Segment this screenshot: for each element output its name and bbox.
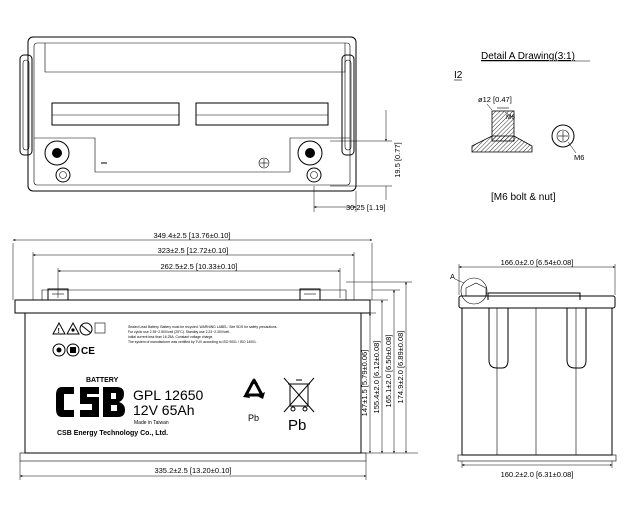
battery-word: BATTERY — [86, 377, 119, 384]
pb-large: Pb — [288, 417, 306, 434]
crossed-bin-icon — [283, 377, 315, 413]
recycle-icon — [243, 378, 265, 399]
side-view — [454, 264, 617, 468]
top-height-dim: 19.5 [0.77] — [393, 142, 402, 177]
svg-text:!: ! — [58, 328, 60, 335]
origin-text: Made in Taiwan — [134, 420, 169, 426]
height-dim-2: 155.4±2.0 [6.12±0.08] — [372, 341, 381, 414]
bolt-side-view — [471, 103, 533, 153]
dim-terminal: 262.5±2.5 [10.33±0.10] — [160, 262, 237, 271]
battery-rating: 12V 65Ah — [133, 402, 195, 418]
detail-caption: [M6 bolt & nut] — [491, 192, 556, 203]
side-dim-bottom: 160.2±2.0 [6.31±0.08] — [501, 470, 574, 479]
fine-print-2: For cyclic use 2.35~2.50V/cell (25°C). S… — [128, 330, 230, 334]
ce-mark: CE — [81, 346, 95, 357]
thread-dim: ø12 [0.47] — [478, 95, 512, 104]
front-view — [12, 239, 418, 480]
bolt-end-view — [551, 124, 577, 154]
dim-overall: 349.4±2.5 [13.76±0.10] — [153, 231, 230, 240]
bolt-label-top: M6 — [506, 114, 515, 121]
bolt-label-end: M6 — [574, 153, 584, 162]
positive-mark — [258, 157, 270, 169]
csb-logo — [56, 387, 125, 417]
callout-a: A — [450, 272, 455, 281]
company-name: CSB Energy Technology Co., Ltd. — [57, 430, 168, 437]
height-dim-3: 165.1±2.0 [6.50±0.08] — [384, 335, 393, 408]
fine-print-3: Initial current less than 16.25A. Consta… — [128, 335, 213, 339]
height-dim-1: 147±1.5 [5.79±0.06] — [360, 350, 369, 417]
pb-small: Pb — [248, 413, 259, 423]
fine-print-4: The system of manufacturer was certified… — [128, 340, 257, 344]
dim-bottom: 335.2±2.5 [13.20±0.10] — [154, 466, 231, 475]
detail-marker: I2 — [454, 70, 463, 81]
top-offset-dim: 30.25 [1.19] — [346, 203, 386, 212]
dim-inner: 323±2.5 [12.72±0.10] — [158, 246, 229, 255]
top-view — [19, 36, 392, 212]
warning-symbols: ! — [52, 321, 106, 357]
fine-print-1: Sealed Lead Battery. Battery must be rec… — [128, 325, 278, 329]
model-name: GPL 12650 — [133, 387, 204, 403]
detail-title: Detail A Drawing(3:1) — [481, 51, 575, 62]
side-dim-top: 166.0±2.0 [6.54±0.08] — [501, 258, 574, 267]
height-dim-4: 174.9±2.0 [6.89±0.08] — [396, 331, 405, 404]
